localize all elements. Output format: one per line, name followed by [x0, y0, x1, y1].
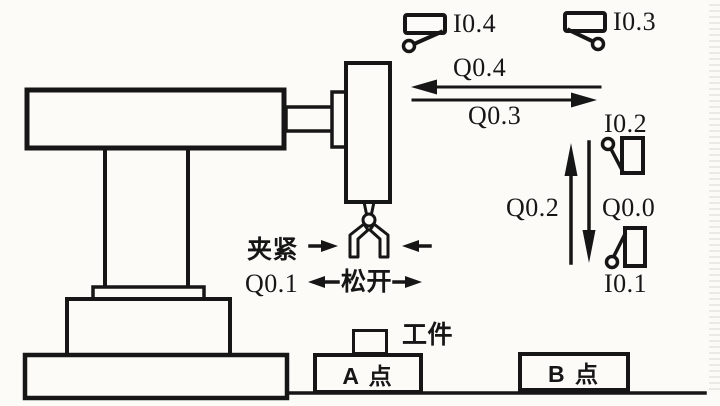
point-b-box: B 点	[518, 352, 630, 392]
arrow-q03-right	[411, 92, 597, 108]
point-a-label: A 点	[342, 362, 394, 389]
switch-roller	[401, 38, 417, 54]
robot-vertical-actuator	[344, 61, 392, 259]
pedestal	[65, 297, 232, 357]
label-i01: I0.1	[604, 269, 648, 298]
label-q00: Q0.0	[602, 193, 656, 222]
label-clamp: 夹紧	[247, 236, 299, 264]
column	[103, 147, 190, 289]
limit-switch-i01	[604, 226, 647, 270]
base	[22, 352, 290, 401]
label-q04: Q0.4	[453, 53, 507, 82]
actuator-body	[344, 61, 392, 204]
arm-body	[24, 87, 287, 151]
label-q01: Q0.1	[245, 269, 299, 298]
switch-lever	[411, 29, 444, 47]
switch-roller	[590, 36, 606, 52]
label-i02: I0.2	[604, 109, 648, 138]
release-arrows	[308, 276, 422, 288]
arm-connector	[284, 105, 336, 133]
gripper-finger-left	[348, 222, 370, 259]
arrow-q00-down	[582, 140, 596, 263]
robot-horizontal-arm	[24, 87, 348, 151]
label-release: 松开	[341, 268, 393, 296]
arm-flange	[330, 90, 348, 149]
gripper-neck	[362, 200, 376, 216]
switch-lever	[566, 27, 597, 45]
robot-column-and-base	[22, 147, 290, 401]
limit-switch-i02	[600, 136, 645, 175]
gripper-pivot	[361, 212, 377, 228]
label-q02: Q0.2	[506, 193, 560, 222]
workpiece-block	[352, 329, 388, 355]
arrow-q04-left	[411, 79, 602, 95]
label-q03: Q0.3	[468, 101, 522, 130]
point-b-label: B 点	[548, 361, 600, 387]
switch-lever	[608, 146, 625, 173]
switch-roller	[600, 136, 616, 152]
label-workpiece: 工件	[402, 321, 454, 349]
switch-lever	[611, 231, 628, 259]
arrow-q02-up	[564, 143, 578, 265]
point-a-box: A 点	[313, 353, 423, 394]
label-i04: I0.4	[453, 9, 497, 38]
label-i03: I0.3	[613, 7, 657, 36]
limit-switch-i03	[563, 11, 607, 52]
scan-edge-artifact	[709, 4, 720, 390]
clamp-arrows	[308, 240, 432, 252]
gripper-finger-right	[368, 222, 390, 259]
limit-switch-i04	[401, 13, 447, 54]
switch-roller	[604, 254, 620, 270]
